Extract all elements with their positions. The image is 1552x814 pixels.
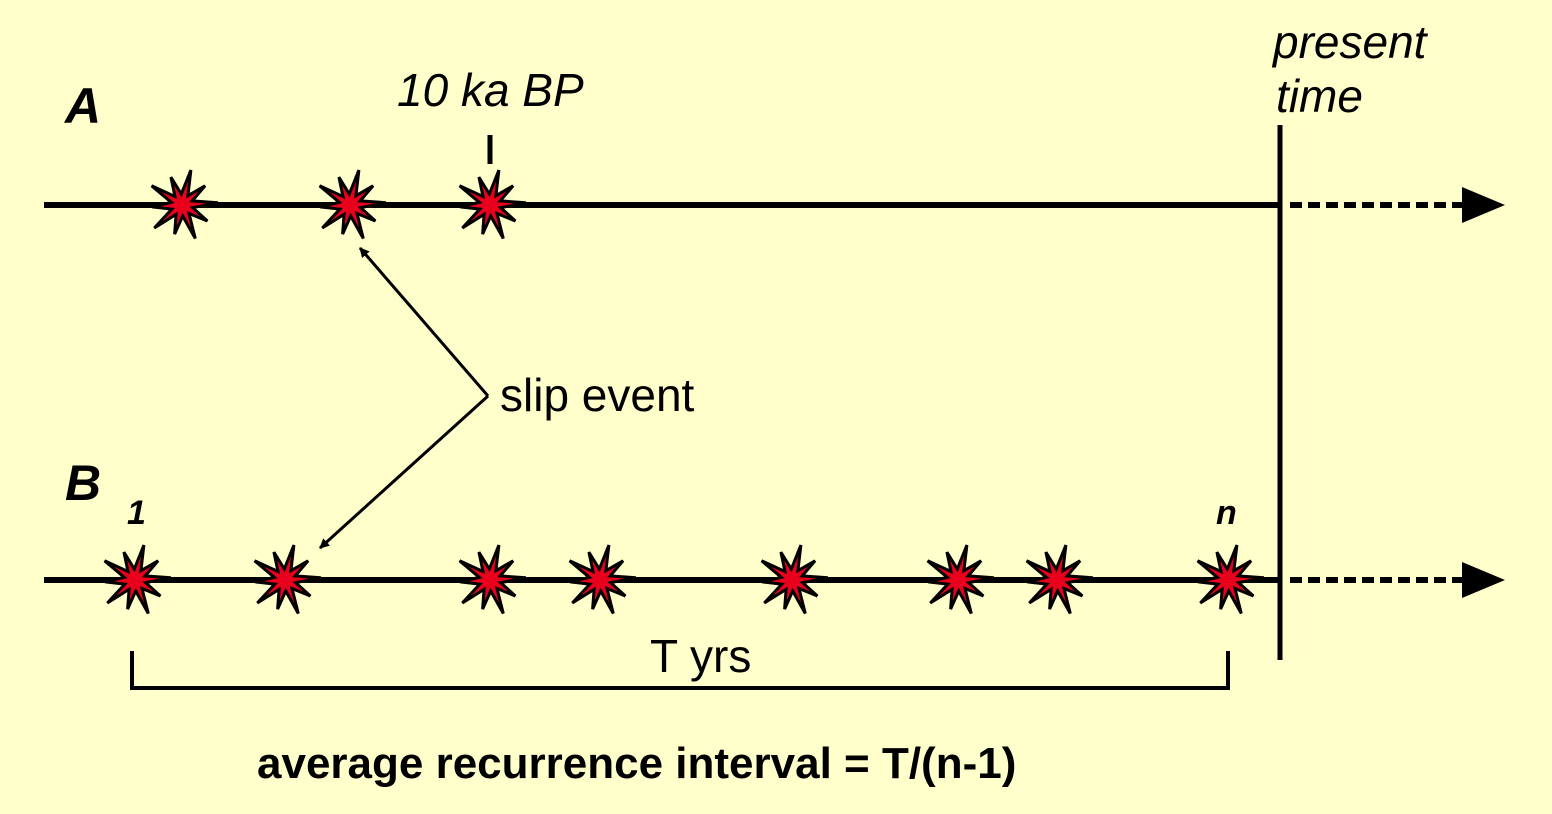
pointer-arrow-a — [358, 247, 490, 397]
arrowhead-icon — [1462, 562, 1505, 598]
starburst-icon — [568, 544, 637, 615]
events-a — [150, 169, 527, 240]
starburst-icon — [760, 544, 829, 615]
last-event-label: n — [1216, 494, 1237, 532]
interval-label: T yrs — [650, 630, 751, 682]
starburst-icon — [1025, 544, 1094, 615]
interval-bracket — [130, 651, 1230, 690]
starburst-icon — [458, 169, 527, 240]
pointer-arrow-b — [318, 394, 490, 550]
starburst-icon — [1196, 544, 1265, 615]
timeline-b — [44, 544, 1505, 615]
ka-bp-label: 10 ka BP — [397, 64, 584, 116]
present-label: present — [1271, 16, 1429, 68]
timeline-a — [44, 169, 1505, 240]
slip-event-label: slip event — [500, 369, 695, 421]
slip-event-pointers — [318, 247, 490, 550]
formula-label: average recurrence interval = T/(n-1) — [257, 739, 1016, 788]
row-a-label: A — [63, 78, 101, 134]
starburst-icon — [103, 544, 172, 615]
arrowhead-icon — [1462, 187, 1505, 223]
events-b — [103, 544, 1265, 615]
time-label: time — [1276, 70, 1363, 122]
first-event-label: 1 — [127, 494, 146, 532]
starburst-icon — [150, 169, 219, 240]
starburst-icon — [318, 169, 387, 240]
starburst-icon — [253, 544, 322, 615]
row-b-label: B — [65, 455, 101, 511]
starburst-icon — [458, 544, 527, 615]
starburst-icon — [926, 544, 995, 615]
